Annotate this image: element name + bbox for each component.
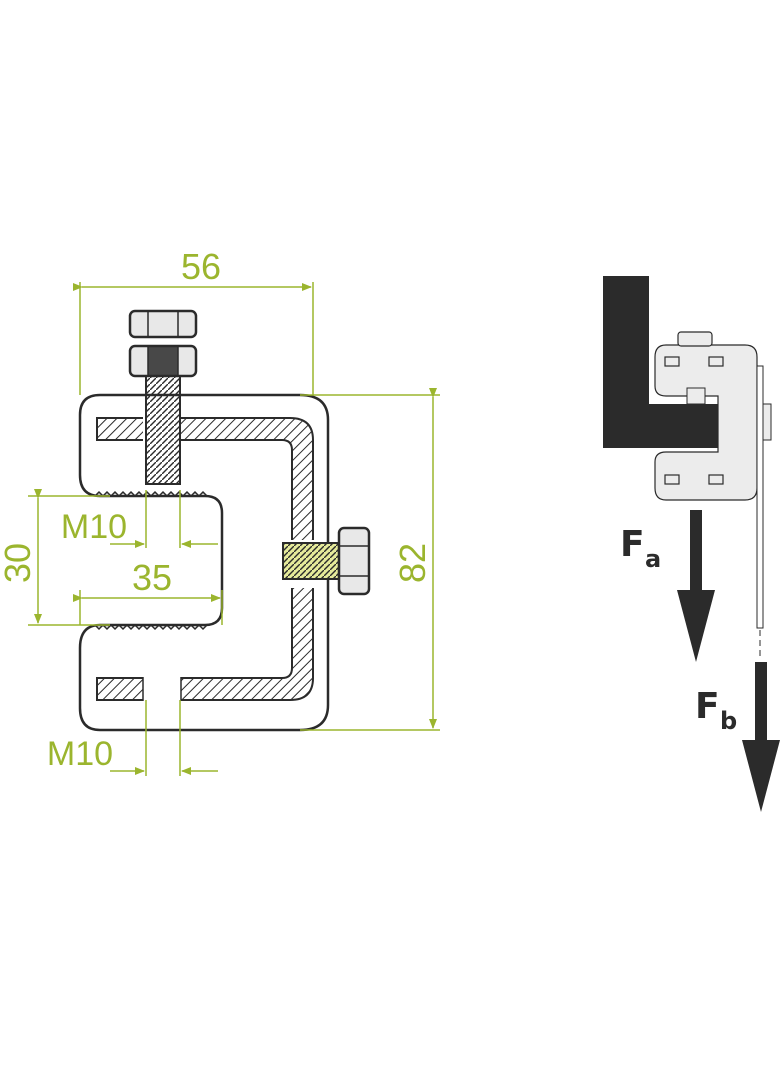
- top-bolt: [128, 309, 198, 485]
- hatched-section: [96, 417, 314, 701]
- force-a-subscript: a: [645, 545, 661, 573]
- dimension-lines: [28, 282, 440, 776]
- dim-gap-label: 30: [0, 543, 38, 583]
- force-b-label: F: [695, 686, 720, 727]
- dim-thread-bottom-label: M10: [47, 735, 113, 773]
- beam-profile: [603, 276, 718, 448]
- lower-bolt-gap: [143, 677, 181, 701]
- mounted-clamp-view: [603, 276, 772, 660]
- dim-thread-top-label: M10: [61, 508, 127, 546]
- dim-width-label: 56: [181, 246, 221, 287]
- force-arrow-b: [742, 662, 780, 812]
- force-b-subscript: b: [720, 707, 737, 735]
- dim-inner-label: 35: [132, 557, 172, 598]
- lower-jaw-serration: [94, 623, 208, 631]
- force-arrow-a: [677, 510, 715, 662]
- c-clamp-section: [78, 309, 371, 732]
- upper-jaw-serration: [94, 490, 208, 498]
- side-bolt: [282, 526, 371, 596]
- force-a-label: F: [620, 524, 645, 565]
- dim-height-label: 82: [392, 543, 433, 583]
